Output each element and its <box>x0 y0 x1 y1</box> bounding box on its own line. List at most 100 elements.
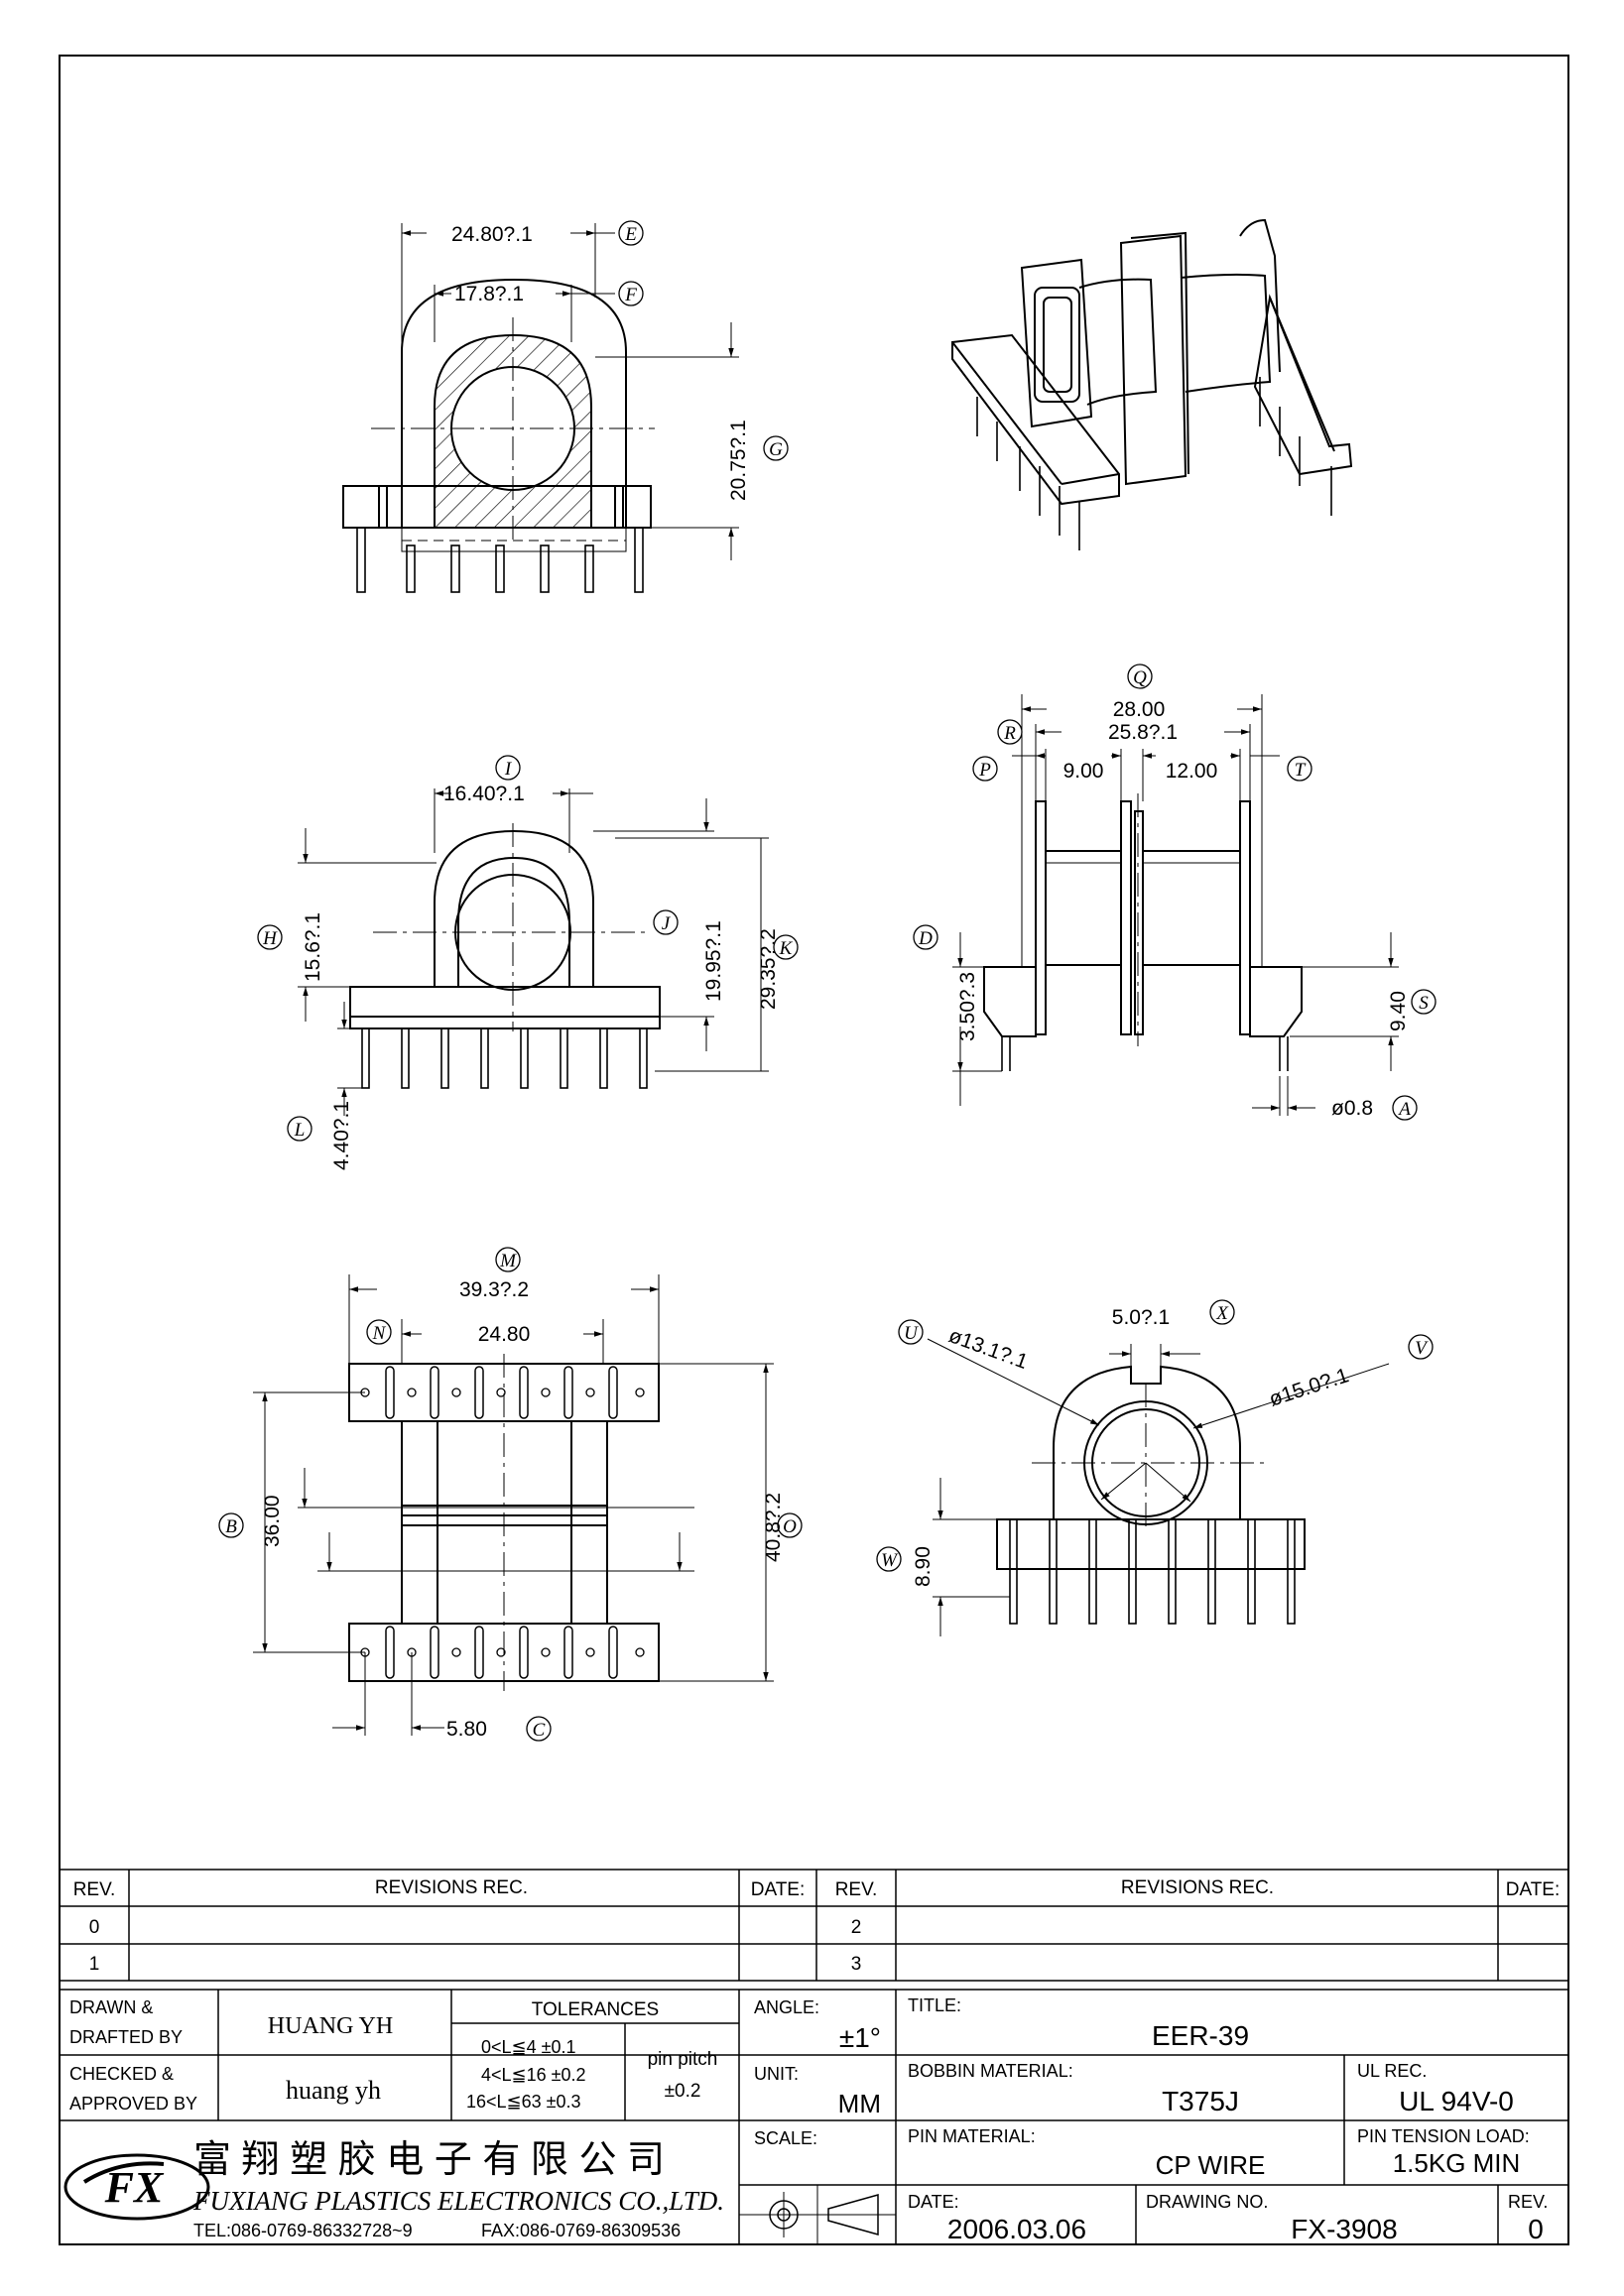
callout-q: Q <box>1133 667 1147 688</box>
dim-top-s: 9.40 <box>1387 991 1410 1031</box>
dim-front-height: 20.75?.1 <box>727 420 750 501</box>
dim-side-l: 4.40?.1 <box>330 1101 353 1170</box>
company-fax: FAX:086-0769-86309536 <box>481 2221 681 2240</box>
dim-end-v: ø15.0?.1 <box>1266 1364 1351 1410</box>
callout-j: J <box>662 913 672 934</box>
unit-value: MM <box>838 2089 881 2118</box>
angle-value: ±1° <box>839 2022 881 2053</box>
callout-e: E <box>624 224 637 245</box>
dim-front-inner: 17.8?.1 <box>454 283 524 305</box>
pin-pitch-value: ±0.2 <box>665 2081 701 2102</box>
tolerance-row-3: 16<L≦63 ±0.3 <box>466 2092 581 2112</box>
pin-tension-value: 1.5KG MIN <box>1393 2148 1521 2178</box>
dim-top-q: 28.00 <box>1113 698 1166 721</box>
rev-value: 0 <box>1528 2214 1544 2244</box>
rev-row-3: 3 <box>851 1954 862 1975</box>
dim-front-width: 24.80?.1 <box>451 223 533 246</box>
drawn-value: HUANG YH <box>268 2013 393 2039</box>
callout-x: X <box>1215 1303 1229 1324</box>
callout-u: U <box>904 1323 919 1344</box>
drawing-border <box>59 55 1569 2245</box>
pin-tension-label: PIN TENSION LOAD: <box>1357 2126 1530 2146</box>
scale-label: SCALE: <box>754 2128 817 2148</box>
tolerances-label: TOLERANCES <box>532 1999 659 2020</box>
callout-a: A <box>1397 1099 1411 1120</box>
drawn-label-1: DRAWN & <box>69 1997 153 2017</box>
callout-s: S <box>1419 993 1429 1014</box>
title-block-grid <box>60 1990 1568 2244</box>
unit-label: UNIT: <box>754 2064 799 2084</box>
title-value: EER-39 <box>1152 2020 1249 2051</box>
pin-material-value: CP WIRE <box>1156 2150 1266 2180</box>
drawn-label-2: DRAFTED BY <box>69 2027 183 2047</box>
callout-c: C <box>533 1720 546 1741</box>
date-header-left: DATE: <box>751 1879 806 1900</box>
tolerance-row-2: 4<L≦16 ±0.2 <box>481 2065 586 2085</box>
company-tel: TEL:086-0769-86332728~9 <box>193 2221 413 2240</box>
top-view <box>952 694 1399 1116</box>
rev-header-right: REV. <box>835 1879 878 1900</box>
callout-r: R <box>1003 723 1016 744</box>
callout-n: N <box>372 1323 387 1344</box>
rev-header-left: REV. <box>73 1879 116 1900</box>
callout-g: G <box>769 439 783 460</box>
pin-pitch-label: pin pitch <box>648 2049 718 2070</box>
ul-rec-value: UL 94V-0 <box>1399 2086 1514 2116</box>
bottom-view <box>253 1274 774 1736</box>
dim-bottom-c: 5.80 <box>446 1718 487 1741</box>
callout-o: O <box>783 1516 797 1537</box>
dim-top-p: 9.00 <box>1063 760 1104 783</box>
rev-label: REV. <box>1508 2192 1548 2212</box>
dim-end-x: 5.0?.1 <box>1112 1306 1170 1329</box>
dim-side-width: 16.40?.1 <box>443 783 525 805</box>
callout-p: P <box>978 760 991 781</box>
front-view <box>342 223 739 593</box>
rev-row-0: 0 <box>89 1917 100 1938</box>
date-header-right: DATE: <box>1506 1879 1561 1900</box>
fx-logo-icon <box>63 2153 210 2221</box>
rev-row-2: 2 <box>851 1917 862 1938</box>
checked-label-2: APPROVED BY <box>69 2094 197 2114</box>
end-view <box>927 1338 1390 1636</box>
dim-side-h: 15.6?.1 <box>302 912 324 982</box>
drawing-no-label: DRAWING NO. <box>1146 2192 1268 2212</box>
date-value: 2006.03.06 <box>947 2214 1086 2244</box>
dim-side-j: 19.95?.1 <box>702 920 725 1002</box>
tolerance-row-1: 0<L≦4 ±0.1 <box>481 2037 576 2057</box>
callout-v: V <box>1415 1338 1429 1359</box>
pin-material-label: PIN MATERIAL: <box>908 2126 1036 2146</box>
callout-f: F <box>624 285 637 305</box>
company-name-cn: 富 翔 塑 胶 电 子 有 限 公 司 <box>193 2139 665 2181</box>
callout-k: K <box>779 938 794 959</box>
callout-d: D <box>918 928 933 949</box>
callout-b: B <box>225 1516 237 1537</box>
callout-l: L <box>294 1120 306 1141</box>
dim-top-t: 12.00 <box>1166 760 1218 783</box>
logo-text: FX <box>104 2163 165 2212</box>
callout-w: W <box>881 1550 899 1571</box>
dim-end-w: 8.90 <box>912 1546 935 1587</box>
ul-rec-label: UL REC. <box>1357 2061 1427 2081</box>
dim-bottom-b: 36.00 <box>261 1495 284 1547</box>
isometric-view <box>951 218 1353 550</box>
date-label: DATE: <box>908 2192 959 2212</box>
checked-value: huang yh <box>286 2076 381 2105</box>
dim-bottom-o: 40.8?.2 <box>762 1493 785 1562</box>
projection-symbol-icon <box>759 2192 879 2237</box>
company-name-en: FUXIANG PLASTICS ELECTRONICS CO.,LTD. <box>192 2186 724 2216</box>
revision-table <box>60 1869 1568 1991</box>
callout-t: T <box>1295 760 1307 781</box>
checked-label-1: CHECKED & <box>69 2064 174 2084</box>
side-view <box>298 788 769 1116</box>
drawing-no-value: FX-3908 <box>1291 2214 1397 2244</box>
callout-m: M <box>499 1251 517 1271</box>
dim-end-u: ø13.1?.1 <box>945 1324 1031 1374</box>
bobbin-material-value: T375J <box>1162 2086 1239 2116</box>
dim-top-d: 3.50?.3 <box>956 972 979 1041</box>
callout-i: I <box>504 759 513 780</box>
bobbin-material-label: BOBBIN MATERIAL: <box>908 2061 1073 2081</box>
rev-row-1: 1 <box>89 1954 100 1975</box>
title-label: TITLE: <box>908 1995 961 2015</box>
rec-header-right: REVISIONS REC. <box>1121 1877 1274 1898</box>
